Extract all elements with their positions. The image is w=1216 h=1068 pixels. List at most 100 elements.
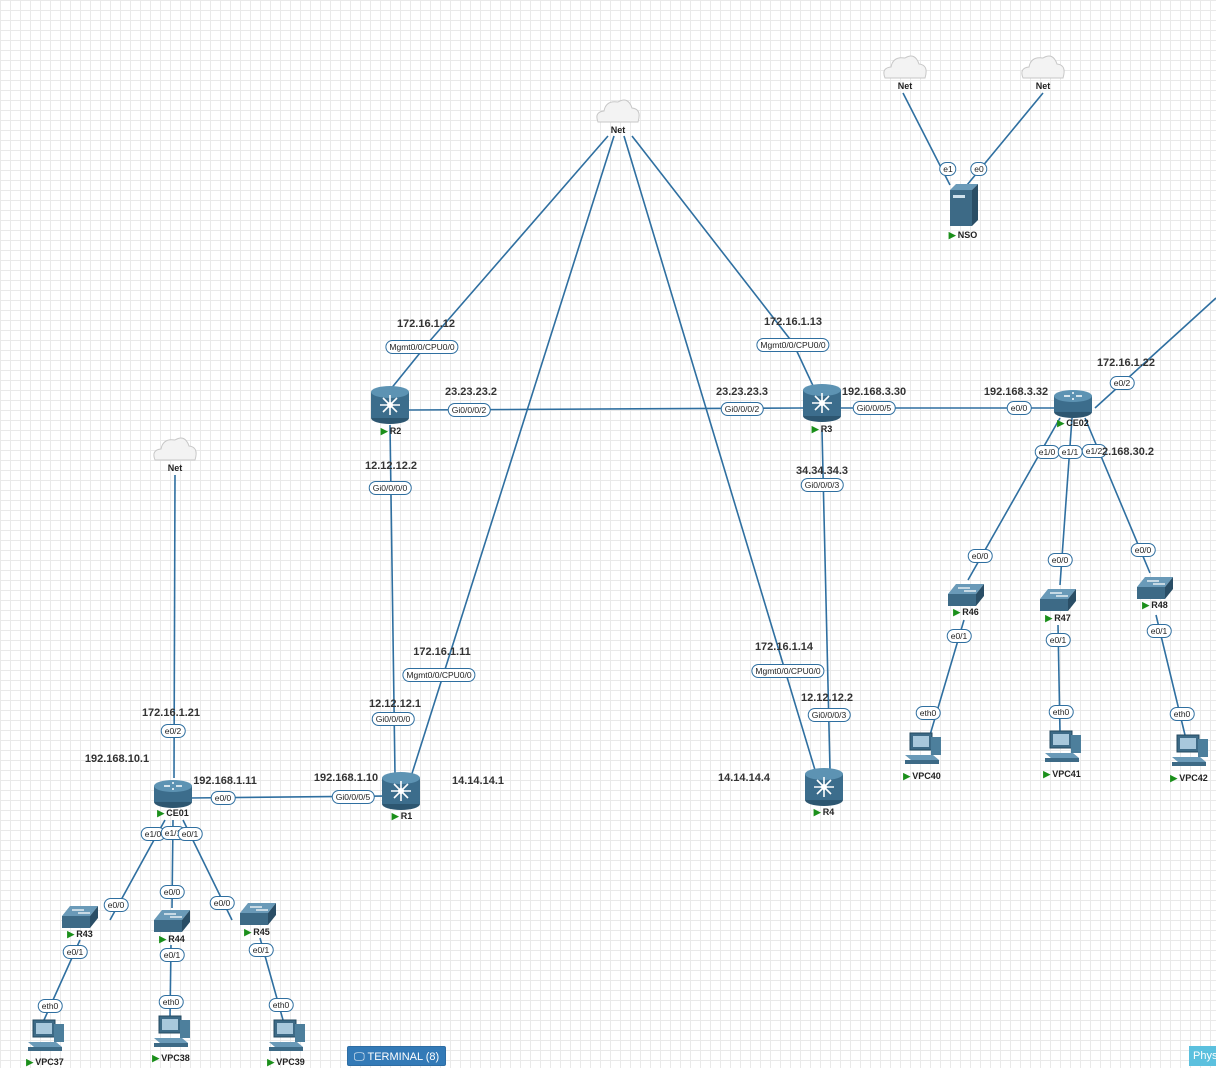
ip-r3-ce02: 192.168.3.30 xyxy=(841,386,907,398)
nso-server-icon[interactable] xyxy=(950,184,978,226)
ce01-label[interactable]: ▶CE01 xyxy=(157,808,188,819)
vpc38-pc-icon[interactable] xyxy=(153,1015,191,1048)
iface-ce02-e11[interactable]: e1/1 xyxy=(1057,445,1083,459)
r4-router-icon[interactable] xyxy=(804,767,844,807)
r3-name: R3 xyxy=(820,424,833,434)
iface-vpc40-eth0[interactable]: eth0 xyxy=(915,706,941,720)
r4-label[interactable]: ▶R4 xyxy=(814,807,834,818)
ip-r2-mgmt: 172.16.1.12 xyxy=(396,318,456,330)
vpc40-label[interactable]: ▶VPC40 xyxy=(903,771,940,782)
iface-nso-e1[interactable]: e1 xyxy=(939,162,957,176)
vpc39-label[interactable]: ▶VPC39 xyxy=(267,1057,304,1068)
iface-vpc38-eth0[interactable]: eth0 xyxy=(158,995,184,1009)
ip-r1-ce01: 192.168.1.10 xyxy=(313,772,379,784)
vpc41-label[interactable]: ▶VPC41 xyxy=(1043,769,1080,780)
ce02-label[interactable]: ▶CE02 xyxy=(1057,418,1088,429)
iface-r1-gi0[interactable]: Gi0/0/0/0 xyxy=(371,712,415,726)
iface-r47-e00[interactable]: e0/0 xyxy=(1047,553,1073,567)
r43-name: R43 xyxy=(76,929,93,939)
running-icon: ▶ xyxy=(1043,769,1051,779)
net-top-cloud-icon[interactable] xyxy=(596,99,640,123)
terminal-button-label: TERMINAL (8) xyxy=(367,1051,440,1063)
r1-router-icon[interactable] xyxy=(381,771,421,811)
iface-r44-e00[interactable]: e0/0 xyxy=(159,885,185,899)
iface-r44-e01[interactable]: e0/1 xyxy=(159,948,185,962)
iface-r4-gi3[interactable]: Gi0/0/0/3 xyxy=(807,708,851,722)
vpc42-label[interactable]: ▶VPC42 xyxy=(1170,773,1207,784)
iface-ce01-e00[interactable]: e0/0 xyxy=(210,791,236,805)
iface-ce02-e02[interactable]: e0/2 xyxy=(1109,376,1135,390)
net-left-label: Net xyxy=(167,463,183,473)
r48-switch-icon[interactable] xyxy=(1136,576,1174,600)
r45-label[interactable]: ▶R45 xyxy=(244,927,269,938)
terminal-button[interactable]: 🖵 TERMINAL (8) xyxy=(347,1046,447,1066)
net-left-cloud-icon[interactable] xyxy=(153,437,197,461)
r44-label[interactable]: ▶R44 xyxy=(159,934,184,945)
r46-switch-icon[interactable] xyxy=(947,583,985,607)
iface-r2-gi0[interactable]: Gi0/0/0/0 xyxy=(368,481,412,495)
iface-r3-gi3[interactable]: Gi0/0/0/3 xyxy=(800,478,844,492)
vpc38-label[interactable]: ▶VPC38 xyxy=(152,1053,189,1064)
ip-ce01-mgmt: 172.16.1.21 xyxy=(141,707,201,719)
iface-r3-gi5[interactable]: Gi0/0/0/5 xyxy=(852,401,896,415)
ce02-router-icon[interactable] xyxy=(1053,389,1093,419)
vpc40-pc-icon[interactable] xyxy=(904,732,942,765)
iface-r45-e01[interactable]: e0/1 xyxy=(248,943,274,957)
r44-switch-icon[interactable] xyxy=(153,909,191,933)
r43-label[interactable]: ▶R43 xyxy=(67,929,92,940)
iface-r2-gi2[interactable]: Gi0/0/0/2 xyxy=(447,403,491,417)
iface-r48-e01[interactable]: e0/1 xyxy=(1146,624,1172,638)
iface-vpc42-eth0[interactable]: eth0 xyxy=(1169,707,1195,721)
r2-router-icon[interactable] xyxy=(370,385,410,425)
iface-r45-e00[interactable]: e0/0 xyxy=(209,896,235,910)
vpc39-pc-icon[interactable] xyxy=(268,1019,306,1052)
r47-label[interactable]: ▶R47 xyxy=(1045,613,1070,624)
iface-nso-e0[interactable]: e0 xyxy=(970,162,988,176)
iface-r4-mgmt[interactable]: Mgmt0/0/CPU0/0 xyxy=(751,664,825,678)
r3-router-icon[interactable] xyxy=(802,383,842,423)
iface-r46-e00[interactable]: e0/0 xyxy=(967,549,993,563)
r45-switch-icon[interactable] xyxy=(239,902,277,926)
physical-topology-button[interactable]: Phys xyxy=(1189,1046,1216,1066)
terminal-icon: 🖵 xyxy=(354,1051,365,1063)
net-nso1-cloud-icon[interactable] xyxy=(883,55,927,79)
iface-r43-e01[interactable]: e0/1 xyxy=(62,945,88,959)
iface-r48-e00[interactable]: e0/0 xyxy=(1130,543,1156,557)
iface-vpc37-eth0[interactable]: eth0 xyxy=(37,999,63,1013)
r1-label[interactable]: ▶R1 xyxy=(392,811,412,822)
ip-r3-mgmt: 172.16.1.13 xyxy=(763,316,823,328)
iface-ce02-e00[interactable]: e0/0 xyxy=(1006,401,1032,415)
iface-vpc41-eth0[interactable]: eth0 xyxy=(1048,705,1074,719)
r46-label[interactable]: ▶R46 xyxy=(953,607,978,618)
iface-r3-gi2[interactable]: Gi0/0/0/2 xyxy=(720,402,764,416)
vpc42-pc-icon[interactable] xyxy=(1171,734,1209,767)
iface-r43-e00[interactable]: e0/0 xyxy=(103,898,129,912)
iface-r3-mgmt[interactable]: Mgmt0/0/CPU0/0 xyxy=(756,338,830,352)
r2-label[interactable]: ▶R2 xyxy=(381,426,401,437)
ce01-router-icon[interactable] xyxy=(153,779,193,809)
running-icon: ▶ xyxy=(380,426,388,436)
iface-ce01-e01[interactable]: e0/1 xyxy=(177,827,203,841)
r3-label[interactable]: ▶R3 xyxy=(812,424,832,435)
iface-ce02-e10[interactable]: e1/0 xyxy=(1034,445,1060,459)
r4-name: R4 xyxy=(822,807,835,817)
ip-r1-mgmt: 172.16.1.11 xyxy=(413,646,471,658)
iface-ce01-e02[interactable]: e0/2 xyxy=(160,724,186,738)
iface-r46-e01[interactable]: e0/1 xyxy=(946,629,972,643)
vpc37-label[interactable]: ▶VPC37 xyxy=(26,1057,63,1068)
iface-ce02-e12[interactable]: e1/2 xyxy=(1081,444,1107,458)
iface-r1-gi5[interactable]: Gi0/0/0/5 xyxy=(331,790,375,804)
r47-switch-icon[interactable] xyxy=(1039,588,1077,612)
ip-r4-r3: 12.12.12.2 xyxy=(801,692,853,704)
r48-label[interactable]: ▶R48 xyxy=(1142,600,1167,611)
vpc37-pc-icon[interactable] xyxy=(27,1019,65,1052)
iface-r1-mgmt[interactable]: Mgmt0/0/CPU0/0 xyxy=(402,668,476,682)
iface-r47-e01[interactable]: e0/1 xyxy=(1045,633,1071,647)
vpc41-pc-icon[interactable] xyxy=(1044,730,1082,763)
iface-r2-mgmt[interactable]: Mgmt0/0/CPU0/0 xyxy=(385,340,459,354)
iface-vpc39-eth0[interactable]: eth0 xyxy=(268,998,294,1012)
running-icon: ▶ xyxy=(1045,613,1053,623)
net-nso2-cloud-icon[interactable] xyxy=(1021,55,1065,79)
nso-label[interactable]: ▶NSO xyxy=(949,230,977,241)
r43-switch-icon[interactable] xyxy=(61,905,99,929)
